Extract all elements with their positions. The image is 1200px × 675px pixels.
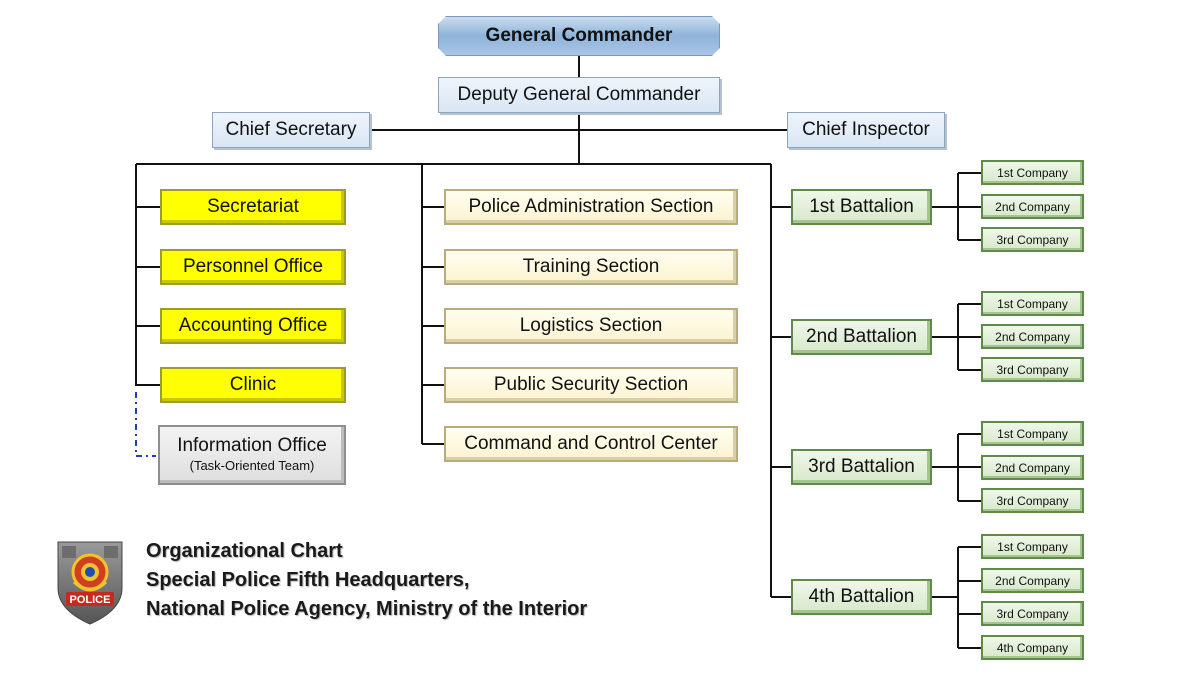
company-label: 1st Company: [997, 426, 1068, 441]
company-box: 1st Company: [981, 291, 1084, 316]
footer-title-line3: National Police Agency, Ministry of the …: [146, 598, 588, 620]
company-box: 4th Company: [981, 635, 1084, 660]
company-box: 2nd Company: [981, 568, 1084, 593]
chief-secretary-box: Chief Secretary: [212, 112, 370, 148]
battalion-label: 4th Battalion: [808, 586, 915, 607]
section-box-public-security: Public Security Section: [444, 367, 738, 403]
footer-title-line1: Organizational Chart: [146, 540, 343, 562]
battalion-box-3: 3rd Battalion: [791, 449, 932, 485]
section-label: Training Section: [522, 256, 660, 277]
company-box: 1st Company: [981, 534, 1084, 559]
company-box: 1st Company: [981, 160, 1084, 185]
information-office-box: Information Office (Task-Oriented Team): [158, 425, 346, 485]
footer-title-line2: Special Police Fifth Headquarters,: [146, 569, 470, 591]
company-box: 3rd Company: [981, 357, 1084, 382]
company-label: 2nd Company: [995, 460, 1070, 475]
battalion-box-4: 4th Battalion: [791, 579, 932, 615]
section-box-training: Training Section: [444, 249, 738, 285]
police-badge-icon: POLICE: [57, 541, 123, 625]
company-label: 1st Company: [997, 539, 1068, 554]
office-box-accounting: Accounting Office: [160, 308, 346, 344]
battalion-label: 3rd Battalion: [808, 456, 915, 477]
company-label: 1st Company: [997, 296, 1068, 311]
section-label: Police Administration Section: [468, 196, 714, 217]
company-box: 3rd Company: [981, 601, 1084, 626]
company-box: 2nd Company: [981, 324, 1084, 349]
company-box: 3rd Company: [981, 488, 1084, 513]
general-commander-label: General Commander: [485, 25, 673, 46]
company-label: 1st Company: [997, 165, 1068, 180]
section-label: Public Security Section: [493, 374, 689, 395]
battalion-box-1: 1st Battalion: [791, 189, 932, 225]
information-office-note: (Task-Oriented Team): [189, 458, 315, 474]
section-label: Logistics Section: [519, 315, 663, 336]
company-label: 2nd Company: [995, 199, 1070, 214]
company-box: 2nd Company: [981, 194, 1084, 219]
company-box: 1st Company: [981, 421, 1084, 446]
company-label: 2nd Company: [995, 573, 1070, 588]
general-commander-box: General Commander: [438, 16, 720, 56]
chief-inspector-box: Chief Inspector: [787, 112, 945, 148]
battalion-label: 2nd Battalion: [806, 326, 917, 347]
office-box-personnel: Personnel Office: [160, 249, 346, 285]
company-label: 3rd Company: [996, 362, 1069, 377]
section-box-command-control: Command and Control Center: [444, 426, 738, 462]
section-box-logistics: Logistics Section: [444, 308, 738, 344]
company-label: 3rd Company: [996, 493, 1069, 508]
information-office-label: Information Office: [177, 435, 327, 457]
deputy-general-commander-box: Deputy General Commander: [438, 77, 720, 113]
office-label: Personnel Office: [182, 256, 324, 277]
logo-text: POLICE: [70, 594, 111, 606]
company-label: 3rd Company: [996, 232, 1069, 247]
battalion-label: 1st Battalion: [809, 196, 914, 217]
company-box: 2nd Company: [981, 455, 1084, 480]
office-label: Accounting Office: [178, 315, 328, 336]
office-box-secretariat: Secretariat: [160, 189, 346, 225]
section-box-police-administration: Police Administration Section: [444, 189, 738, 225]
office-label: Clinic: [229, 374, 277, 395]
company-label: 2nd Company: [995, 329, 1070, 344]
company-label: 4th Company: [996, 640, 1069, 655]
deputy-general-commander-label: Deputy General Commander: [457, 84, 701, 105]
section-label: Command and Control Center: [464, 433, 718, 454]
office-label: Secretariat: [207, 196, 299, 217]
chief-secretary-label: Chief Secretary: [225, 119, 357, 140]
chief-inspector-label: Chief Inspector: [802, 119, 930, 140]
office-box-clinic: Clinic: [160, 367, 346, 403]
battalion-box-2: 2nd Battalion: [791, 319, 932, 355]
company-label: 3rd Company: [996, 606, 1069, 621]
company-box: 3rd Company: [981, 227, 1084, 252]
